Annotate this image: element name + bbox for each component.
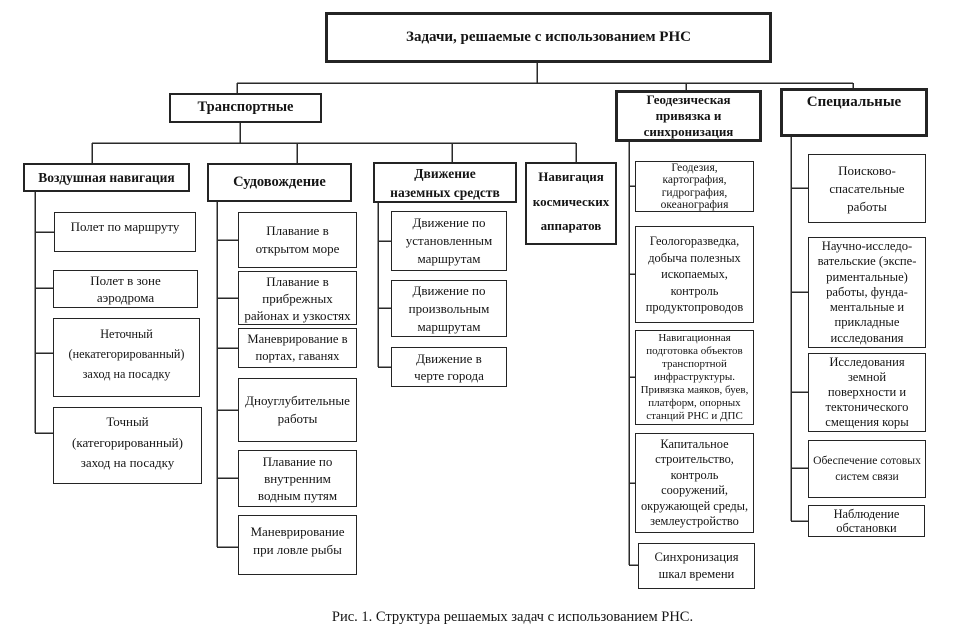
node-earth-surface-research: Исследования земной поверхности и тектон… [808,353,926,432]
node-time-scale-sync: Синхронизация шкал времени [638,543,755,589]
node-nav-infrastructure: Навигационная подготовка объектов трансп… [635,330,754,425]
node-tasks-rns: Задачи, решаемые с использованием РНС [325,12,772,63]
node-coastal-narrows-sailing: Плавание в прибрежных районах и узкостях [238,271,357,325]
node-capital-construction: Капитальное строительство, контроль соор… [635,433,754,533]
node-arbitrary-routes: Движение по произвольным маршрутам [391,280,507,337]
node-situation-monitoring: Наблюдение обстановки [808,505,925,537]
node-research-work: Научно-исследо- вательские (экспе- римен… [808,237,926,348]
node-flight-aerodrome-zone: Полет в зоне аэродрома [53,270,198,308]
node-open-sea-sailing: Плавание в открытом море [238,212,357,268]
node-spacecraft-navigation: Навигация космических аппаратов [525,162,617,245]
node-fixed-routes: Движение по установленным маршрутам [391,211,507,271]
node-search-rescue: Поисково- спасательные работы [808,154,926,223]
node-ground-vehicles: Движение наземных средств [373,162,517,203]
node-flight-enroute: Полет по маршруту [54,212,196,252]
node-precision-approach: Точный (категорированный) заход на посад… [53,407,202,484]
node-city-driving: Движение в черте города [391,347,507,387]
node-geodesy-sync: Геодезическая привязка и синхронизация [615,90,762,142]
node-dredging-works: Дноуглубительные работы [238,378,357,442]
node-nonprecision-approach: Неточный (некатегорированный) заход на п… [53,318,200,397]
node-geological-survey: Геологоразведка, добыча полезных ископае… [635,226,754,323]
node-shipping: Судовождение [207,163,352,202]
node-special: Специальные [780,88,928,137]
node-geodesy-cartography: Геодезия, картография, гидрография, океа… [635,161,754,212]
node-inland-waterways: Плавание по внутренним водным путям [238,450,357,507]
node-port-maneuvering: Маневрирование в портах, гаванях [238,328,357,368]
node-air-navigation: Воздушная навигация [23,163,190,192]
node-transport: Транспортные [169,93,322,123]
node-fishing-maneuvering: Маневрирование при ловле рыбы [238,515,357,575]
figure-caption: Рис. 1. Структура решаемых задач с испол… [331,609,694,625]
node-cellular-support: Обеспечение сотовых систем связи [808,440,926,498]
